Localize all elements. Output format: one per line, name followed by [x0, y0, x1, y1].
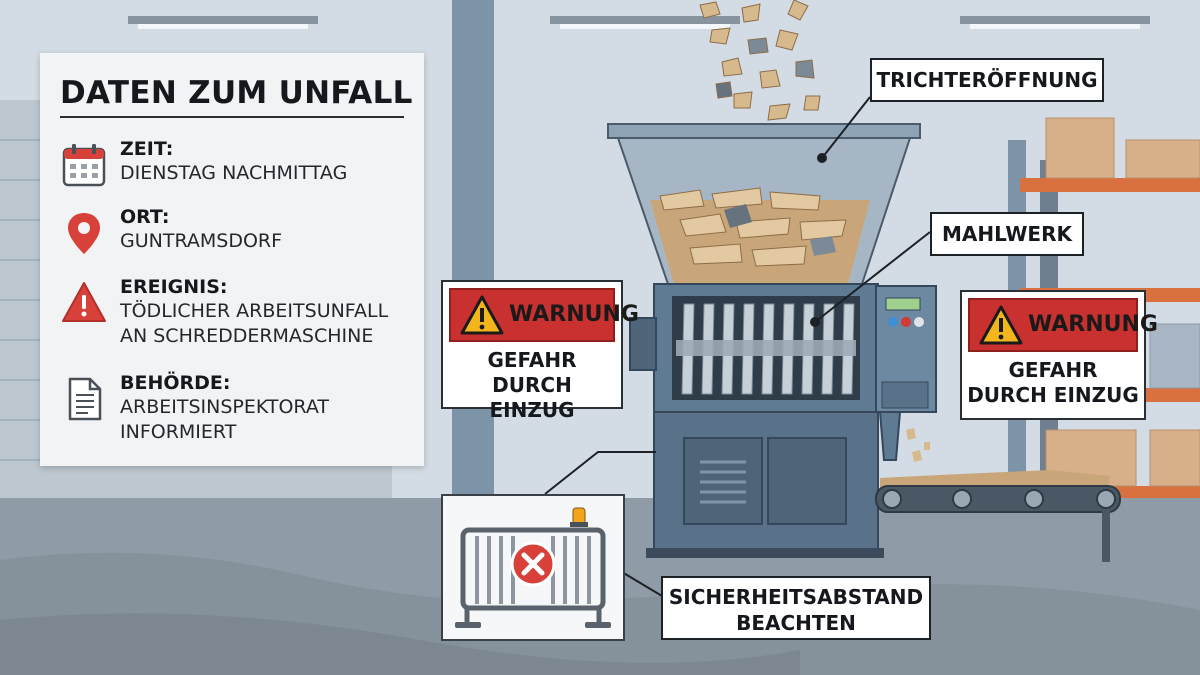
leader-line-hopper — [821, 96, 871, 159]
warning-sign-header: WARNUNG — [449, 288, 639, 342]
safety-barrier-illustration — [455, 507, 611, 628]
info-value: TÖDLICHER ARBEITSUNFALL — [120, 300, 389, 322]
ceiling-light — [960, 16, 1150, 29]
leader-line-barrier — [544, 451, 656, 495]
info-value: INFORMIERT — [120, 421, 237, 443]
conveyor-belt — [875, 428, 1121, 562]
panel-title: DATEN ZUM UNFALL — [60, 75, 413, 111]
safety-barrier-panel — [441, 494, 625, 641]
ceiling-light — [550, 16, 740, 29]
info-label: ZEIT: — [120, 138, 174, 160]
location-pin-icon — [68, 213, 100, 254]
warning-text-line: GEFAHR — [1008, 358, 1098, 382]
info-label: ORT: — [120, 206, 170, 228]
callout-hopper-opening: TRICHTERÖFFNUNG — [870, 58, 1104, 102]
info-value: AN SCHREDDERMASCHINE — [120, 325, 374, 347]
warning-triangle-icon — [460, 295, 504, 335]
info-value: DIENSTAG NACHMITTAG — [120, 162, 348, 184]
falling-debris — [699, 0, 821, 121]
info-value: GUNTRAMSDORF — [120, 230, 283, 252]
warning-sign-header: WARNUNG — [968, 298, 1158, 352]
ceiling-light — [128, 16, 318, 29]
warning-sign-right: WARNUNG GEFAHR DURCH EINZUG — [960, 290, 1158, 420]
callout-line: BEACHTEN — [736, 611, 856, 635]
document-icon — [68, 377, 102, 421]
calendar-icon — [62, 144, 106, 187]
warning-word: WARNUNG — [509, 302, 639, 327]
warning-text-line: GEFAHR — [487, 348, 577, 372]
info-panel: DATEN ZUM UNFALL ZEIT: DIENSTAG NACHMITT… — [40, 53, 424, 466]
info-value: ARBEITSINSPEKTORAT — [120, 396, 329, 418]
shredder-machine — [629, 283, 937, 558]
warning-sign-left: WARNUNG GEFAHR DURCH EINZUG — [441, 280, 639, 422]
callout-grinder: MAHLWERK — [930, 212, 1084, 256]
callout-safety-distance: SICHERHEITSABSTAND BEACHTEN — [661, 576, 931, 640]
warning-icon — [62, 282, 106, 322]
hopper — [607, 123, 921, 285]
panel-divider — [60, 116, 404, 118]
warning-text-line: DURCH EINZUG — [489, 373, 575, 422]
pillar — [452, 0, 494, 500]
warning-word: WARNUNG — [1028, 312, 1158, 337]
warning-text-line: DURCH EINZUG — [967, 383, 1139, 407]
info-label: BEHÖRDE: — [120, 372, 231, 394]
info-label: EREIGNIS: — [120, 276, 228, 298]
no-entry-icon — [510, 541, 556, 587]
callout-line: SICHERHEITSABSTAND — [668, 585, 924, 609]
warning-triangle-icon — [979, 305, 1023, 345]
leader-line-grinder — [814, 231, 931, 323]
